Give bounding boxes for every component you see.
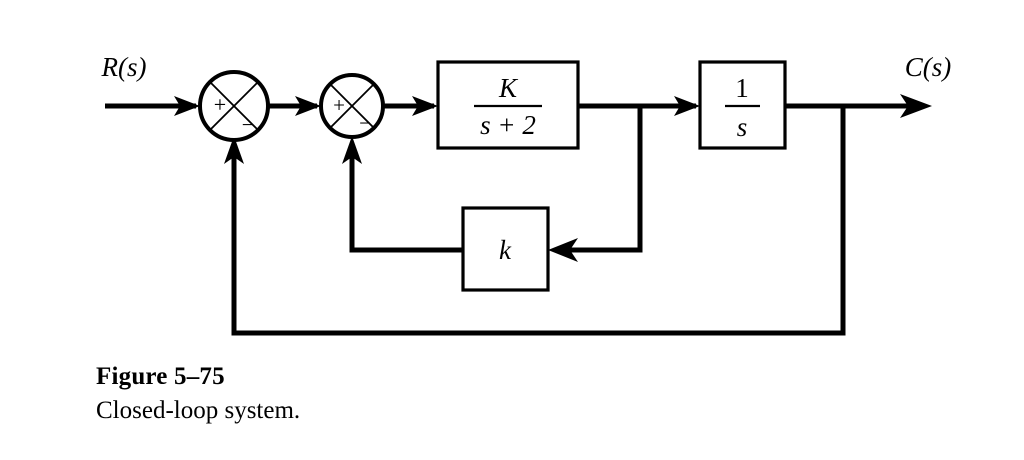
block-integrator[interactable]: 1 s — [698, 60, 787, 150]
block-inner-feedback-gain[interactable]: k — [461, 206, 550, 292]
arrow-head-icon — [295, 96, 321, 116]
wire-integrator-to-output — [785, 94, 932, 118]
figure-caption-subtitle: Closed-loop system. — [96, 397, 301, 424]
block-integrator-numerator: 1 — [735, 73, 749, 103]
block-forward-gain[interactable]: K s + 2 — [436, 60, 580, 150]
wire-input-to-outer-sum — [105, 96, 200, 116]
block-forward-gain-denominator: s + 2 — [480, 110, 536, 140]
figure-caption-title: Figure 5–75 — [96, 363, 225, 390]
arrow-head-icon — [342, 136, 362, 164]
block-inner-feedback-gain-label: k — [499, 235, 512, 265]
arrow-head-icon — [548, 238, 578, 262]
wire-inner-feedback-to-inner-sum — [342, 136, 463, 253]
output-signal-label: C(s) — [905, 52, 952, 82]
arrow-head-icon — [674, 96, 700, 116]
block-integrator-denominator: s — [737, 112, 748, 142]
sum-plus-label-inner: + — [333, 93, 345, 117]
summing-junction-outer[interactable]: + − — [198, 70, 270, 142]
sum-minus-label-inner: − — [359, 111, 371, 135]
sum-plus-label-outer: + — [214, 92, 226, 117]
input-signal-label: R(s) — [101, 52, 147, 82]
block-forward-gain-numerator: K — [498, 73, 519, 103]
summing-junction-inner[interactable]: + − — [319, 73, 385, 139]
wire-outer-feedback-path — [224, 104, 846, 336]
arrow-head-icon — [224, 136, 244, 164]
wire-inner-feedback-path — [548, 104, 643, 262]
arrow-head-icon — [900, 94, 932, 118]
wire-inner-sum-to-forward-gain — [383, 96, 438, 116]
wire-outer-sum-to-inner-sum — [268, 96, 321, 116]
wire-forward-gain-to-integrator — [578, 96, 700, 116]
arrow-head-icon — [412, 96, 438, 116]
arrow-head-icon — [174, 96, 200, 116]
figure-caption: Figure 5–75 Closed-loop system. — [96, 362, 696, 427]
sum-minus-label-outer: − — [242, 112, 254, 137]
